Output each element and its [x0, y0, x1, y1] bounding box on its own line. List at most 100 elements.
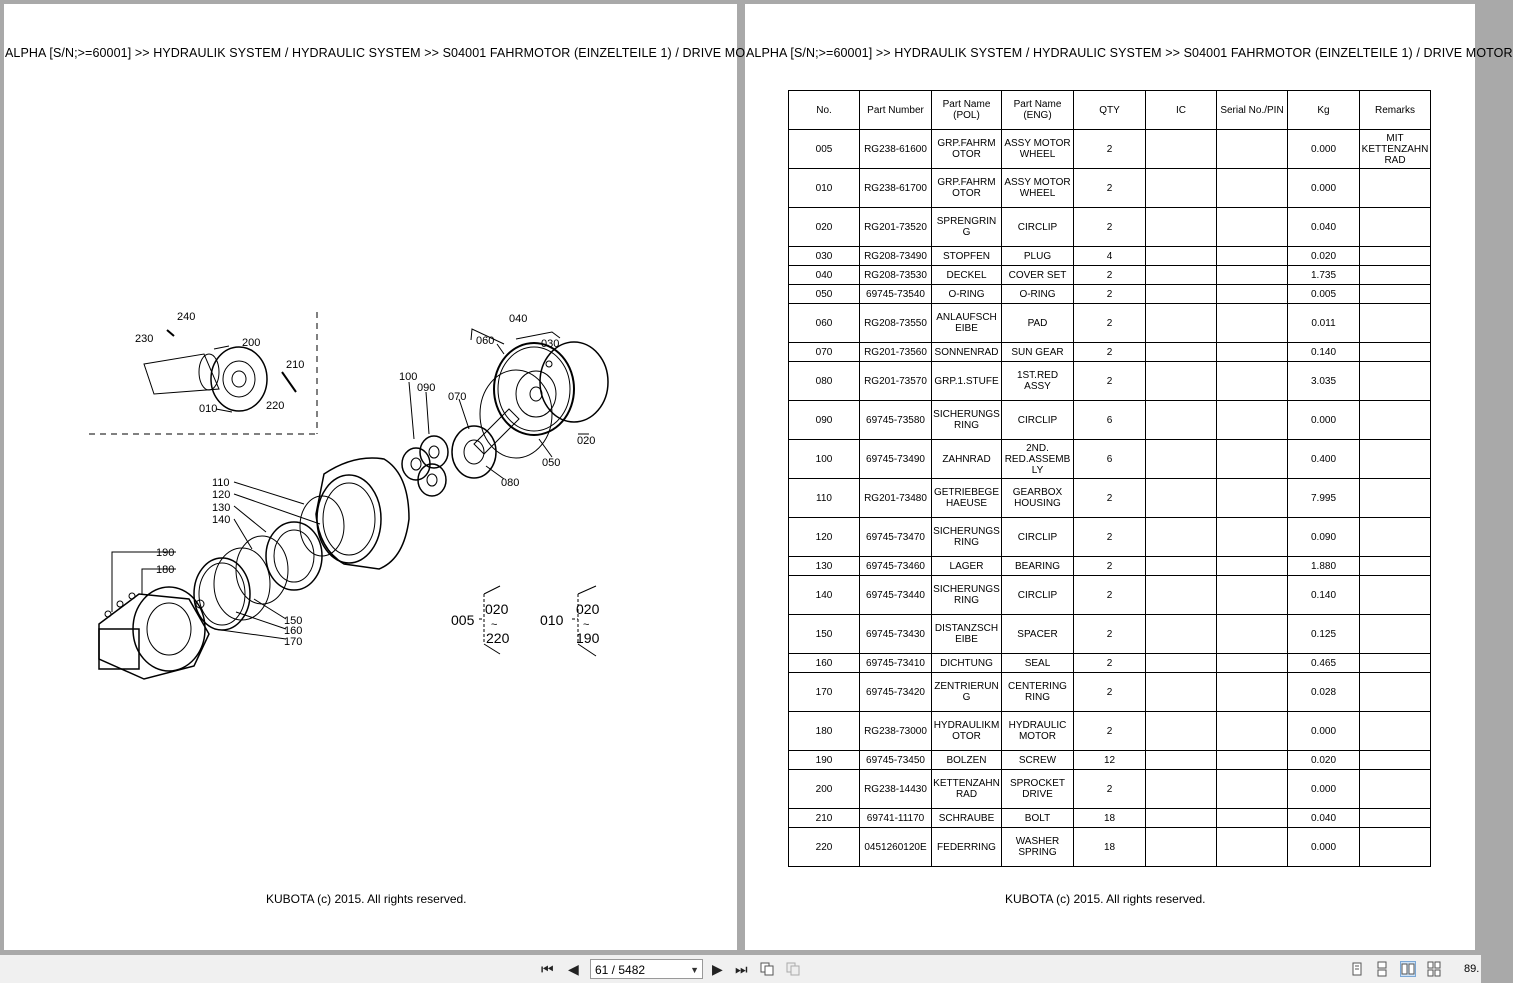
- cell-part-name-pol: ZAHNRAD: [931, 439, 1002, 479]
- table-header-row: No. Part Number Part Name (POL) Part Nam…: [788, 90, 1431, 130]
- cell-no: 200: [788, 769, 860, 809]
- cell-no: 100: [788, 439, 860, 479]
- cell-remarks: [1359, 265, 1431, 285]
- page-tools-icon[interactable]: [786, 962, 800, 976]
- col-header-part-name-pol: Part Name (POL): [931, 90, 1002, 130]
- cell-part-name-pol: SONNENRAD: [931, 342, 1002, 362]
- previous-page-icon[interactable]: ◀: [568, 961, 579, 977]
- callout-130: 130: [212, 502, 230, 514]
- cell-remarks: [1359, 439, 1431, 479]
- cell-ic: [1145, 750, 1217, 770]
- cell-kg: 0.400: [1287, 439, 1360, 479]
- cell-ic: [1145, 614, 1217, 654]
- col-header-part-number: Part Number: [859, 90, 932, 130]
- cell-kg: 3.035: [1287, 361, 1360, 401]
- cell-ic: [1145, 672, 1217, 712]
- cell-remarks: [1359, 361, 1431, 401]
- cell-part-name-eng: CIRCLIP: [1001, 517, 1074, 557]
- cell-part-number: 69745-73420: [859, 672, 932, 712]
- cell-part-number: RG238-14430: [859, 769, 932, 809]
- cell-remarks: [1359, 303, 1431, 343]
- copy-page-icon[interactable]: [760, 962, 774, 976]
- cell-kg: 0.000: [1287, 711, 1360, 751]
- cell-qty: 2: [1073, 168, 1146, 208]
- cell-ic: [1145, 400, 1217, 440]
- cell-kg: 0.020: [1287, 246, 1360, 266]
- cell-remarks: [1359, 827, 1431, 867]
- cell-no: 070: [788, 342, 860, 362]
- page-number-field[interactable]: 61 / 5482 ▼: [590, 959, 703, 979]
- cell-part-number: RG201-73570: [859, 361, 932, 401]
- cell-remarks: [1359, 808, 1431, 828]
- next-page-icon[interactable]: ▶: [712, 961, 723, 977]
- cell-part-name-pol: SICHERUNGS RING: [931, 517, 1002, 557]
- cell-ic: [1145, 439, 1217, 479]
- cell-part-name-eng: HYDRAULIC MOTOR: [1001, 711, 1074, 751]
- cell-no: 190: [788, 750, 860, 770]
- cell-qty: 18: [1073, 827, 1146, 867]
- cell-kg: 0.011: [1287, 303, 1360, 343]
- cell-kg: 7.995: [1287, 478, 1360, 518]
- cell-part-name-eng: CIRCLIP: [1001, 575, 1074, 615]
- cell-ic: [1145, 556, 1217, 576]
- callout-020: 020: [577, 435, 595, 447]
- cell-part-number: RG238-73000: [859, 711, 932, 751]
- chevron-down-icon[interactable]: ▼: [690, 965, 699, 975]
- callout-230: 230: [135, 333, 153, 345]
- cell-ic: [1145, 284, 1217, 304]
- cell-ic: [1145, 168, 1217, 208]
- cell-no: 110: [788, 478, 860, 518]
- callout-080: 080: [501, 477, 519, 489]
- cell-part-name-pol: BOLZEN: [931, 750, 1002, 770]
- single-page-view-icon[interactable]: [1350, 962, 1364, 976]
- cell-part-number: 69745-73450: [859, 750, 932, 770]
- cell-part-name-eng: SPACER: [1001, 614, 1074, 654]
- cell-part-name-pol: FEDERRING: [931, 827, 1002, 867]
- cell-part-name-pol: SCHRAUBE: [931, 808, 1002, 828]
- first-page-icon[interactable]: ⏮: [541, 961, 554, 977]
- cell-kg: 0.465: [1287, 653, 1360, 673]
- cell-kg: 0.000: [1287, 400, 1360, 440]
- cell-no: 220: [788, 827, 860, 867]
- cell-part-name-pol: GETRIEBEGE HAEUSE: [931, 478, 1002, 518]
- cell-serial: [1216, 246, 1288, 266]
- cell-qty: 2: [1073, 711, 1146, 751]
- cell-part-name-pol: DISTANZSCH EIBE: [931, 614, 1002, 654]
- cell-remarks: [1359, 207, 1431, 247]
- cell-part-name-pol: KETTENZAHN RAD: [931, 769, 1002, 809]
- cell-part-name-pol: STOPFEN: [931, 246, 1002, 266]
- continuous-view-icon[interactable]: [1375, 961, 1389, 977]
- last-page-icon[interactable]: ⏭: [735, 961, 748, 977]
- cell-remarks: [1359, 400, 1431, 440]
- cell-kg: 1.880: [1287, 556, 1360, 576]
- cell-part-number: RG201-73560: [859, 342, 932, 362]
- cell-qty: 6: [1073, 400, 1146, 440]
- callout-240: 240: [177, 311, 195, 323]
- cell-ic: [1145, 342, 1217, 362]
- zoom-level[interactable]: 89.: [1464, 963, 1480, 975]
- cell-part-number: RG238-61600: [859, 129, 932, 169]
- cell-serial: [1216, 653, 1288, 673]
- cell-qty: 2: [1073, 614, 1146, 654]
- cell-serial: [1216, 517, 1288, 557]
- cell-kg: 0.000: [1287, 129, 1360, 169]
- cell-remarks: MIT KETTENZAHN RAD: [1359, 129, 1431, 169]
- variant-b-prefix: 010: [540, 612, 564, 628]
- cell-part-name-eng: WASHER SPRING: [1001, 827, 1074, 867]
- two-page-view-icon[interactable]: [1400, 961, 1416, 977]
- cell-serial: [1216, 129, 1288, 169]
- cell-serial: [1216, 556, 1288, 576]
- cell-ic: [1145, 303, 1217, 343]
- cell-qty: 2: [1073, 769, 1146, 809]
- cell-remarks: [1359, 517, 1431, 557]
- cell-remarks: [1359, 769, 1431, 809]
- cell-kg: 0.090: [1287, 517, 1360, 557]
- two-page-continuous-icon[interactable]: [1427, 961, 1441, 977]
